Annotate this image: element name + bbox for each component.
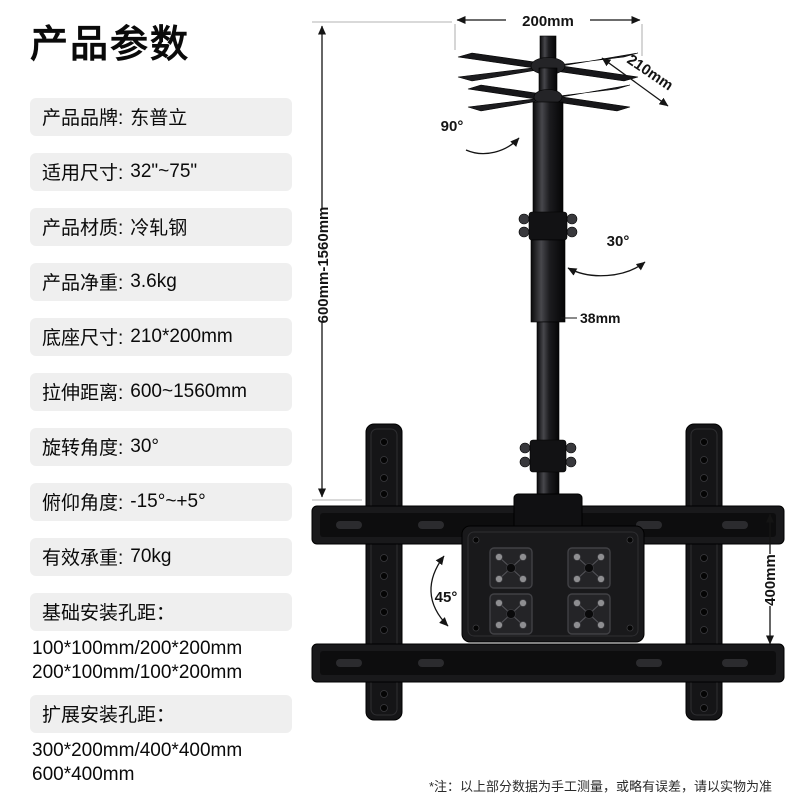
spec-panel: 产品参数 产品品牌: 东普立 适用尺寸: 32"~75" 产品材质: 冷轧钢 产… bbox=[30, 18, 292, 797]
spec-label: 拉伸距离: bbox=[42, 383, 124, 405]
spec-value: 30° bbox=[130, 435, 160, 457]
mount-pole bbox=[518, 101, 578, 519]
spec-row-load: 有效承重: 70kg bbox=[30, 537, 292, 576]
spec-label: 产品品牌: bbox=[42, 108, 124, 130]
spec-value: 70kg bbox=[130, 545, 172, 567]
ceiling-plate bbox=[457, 35, 639, 112]
spec-label: 扩展安装孔距： bbox=[42, 705, 176, 727]
spec-label: 产品净重: bbox=[42, 273, 124, 295]
spec-label: 适用尺寸: bbox=[42, 163, 124, 185]
horizontal-rail-lower bbox=[311, 643, 785, 683]
basic-holes-line: 200*100mm/100*200mm bbox=[32, 661, 243, 683]
angle-rotation: 30° bbox=[567, 233, 646, 277]
spec-value: 东普立 bbox=[130, 108, 188, 130]
dim-top-width-label: 200mm bbox=[522, 13, 574, 30]
spec-value: 冷轧钢 bbox=[130, 218, 188, 240]
spec-label: 旋转角度: bbox=[42, 438, 124, 460]
angle-swivel-label: 90° bbox=[441, 118, 464, 135]
dim-height-label: 600mm-1560mm bbox=[315, 207, 332, 324]
spec-label: 基础安装孔距： bbox=[42, 603, 176, 625]
spec-value: -15°~+5° bbox=[130, 490, 206, 512]
angle-swivel: 90° bbox=[441, 118, 520, 155]
spec-row-base-size: 底座尺寸: 210*200mm bbox=[30, 317, 292, 356]
extended-holes-line: 600*400mm bbox=[32, 763, 135, 785]
measurement-note: *注：以上部分数据为手工测量，或略有误差，请以实物为准 bbox=[429, 779, 772, 794]
extended-holes-values: 300*200mm/400*400mm 600*400mm bbox=[30, 739, 292, 787]
spec-row-tilt: 俯仰角度: -15°~+5° bbox=[30, 482, 292, 521]
page-title: 产品参数 bbox=[30, 24, 191, 66]
spec-value: 3.6kg bbox=[130, 270, 177, 292]
basic-holes-values: 100*100mm/200*200mm 200*100mm/100*200mm bbox=[30, 637, 292, 685]
dim-height: 600mm-1560mm bbox=[315, 25, 332, 498]
spec-row-size: 适用尺寸: 32"~75" bbox=[30, 152, 292, 191]
spec-row-extended-holes: 扩展安装孔距： bbox=[30, 694, 292, 733]
spec-row-extension: 拉伸距离: 600~1560mm bbox=[30, 372, 292, 411]
spec-row-material: 产品材质: 冷轧钢 bbox=[30, 207, 292, 246]
spec-label: 俯仰角度: bbox=[42, 493, 124, 515]
dim-pole-width-label: 38mm bbox=[580, 310, 620, 326]
angle-tilt: 45° bbox=[430, 555, 458, 627]
dim-bracket-height-label: 400mm bbox=[762, 554, 779, 606]
tv-bracket bbox=[311, 423, 785, 721]
spec-row-weight: 产品净重: 3.6kg bbox=[30, 262, 292, 301]
dim-top-width: 200mm bbox=[456, 13, 641, 30]
spec-value: 600~1560mm bbox=[130, 380, 247, 402]
spec-value: 210*200mm bbox=[130, 325, 233, 347]
spec-row-rotation: 旋转角度: 30° bbox=[30, 427, 292, 466]
spec-label: 产品材质: bbox=[42, 218, 124, 240]
vesa-plate bbox=[461, 493, 645, 643]
spec-value: 32"~75" bbox=[130, 160, 198, 182]
basic-holes-line: 100*100mm/200*200mm bbox=[32, 637, 243, 659]
dim-bracket-height: 400mm bbox=[762, 513, 779, 645]
spec-row-brand: 产品品牌: 东普立 bbox=[30, 97, 292, 136]
spec-label: 底座尺寸: bbox=[42, 328, 124, 350]
spec-row-basic-holes: 基础安装孔距： bbox=[30, 592, 292, 631]
spec-label: 有效承重: bbox=[42, 548, 124, 570]
angle-rotation-label: 30° bbox=[607, 233, 630, 250]
dim-pole-width: 38mm bbox=[561, 310, 620, 326]
angle-tilt-label: 45° bbox=[435, 589, 458, 606]
dim-top-depth-label: 210mm bbox=[624, 51, 676, 94]
extended-holes-line: 300*200mm/400*400mm bbox=[32, 739, 243, 761]
